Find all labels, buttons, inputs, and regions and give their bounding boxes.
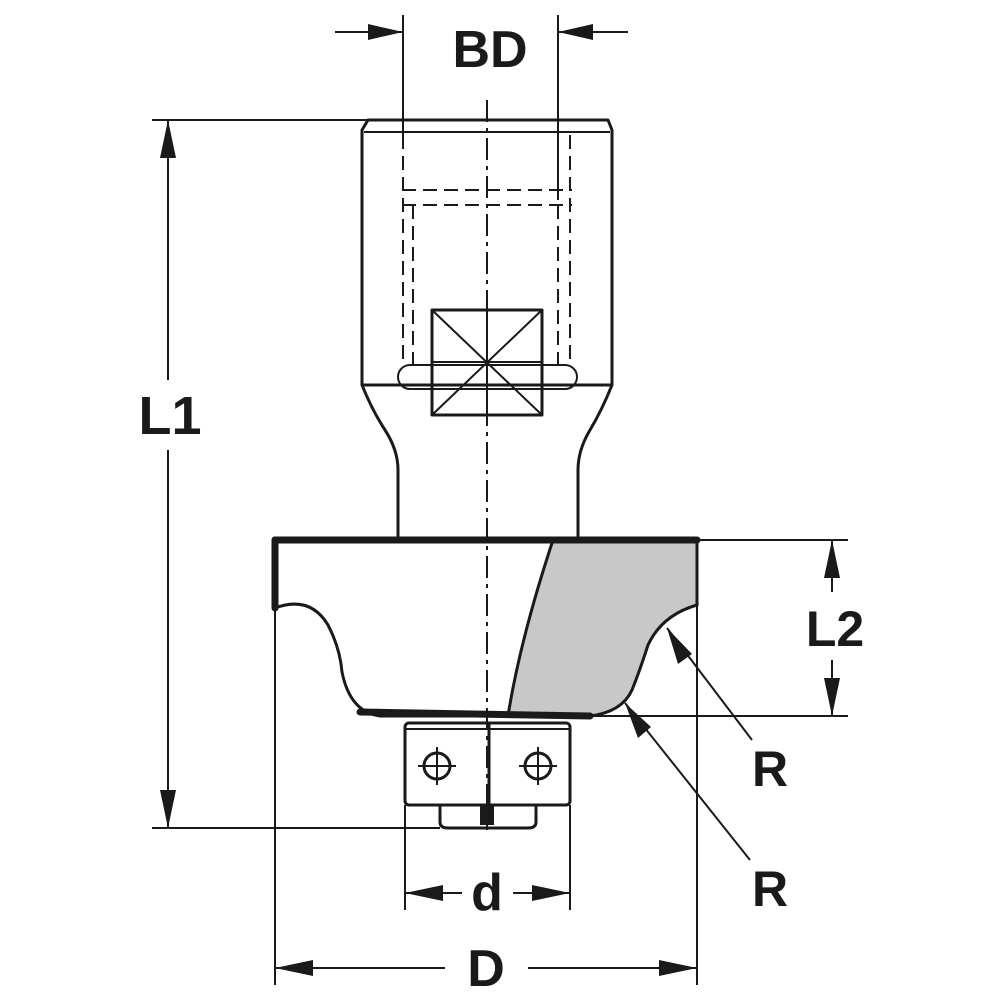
cutter-body — [271, 100, 701, 830]
D-arrow-left — [275, 960, 313, 976]
d-label: d — [471, 864, 503, 922]
d-arrow-left — [405, 885, 443, 901]
bearing-assembly — [403, 721, 572, 830]
profile-left-curve — [273, 602, 592, 718]
r-upper-label: R — [752, 741, 788, 797]
neck-left-edge — [360, 383, 400, 542]
dimension-l2: L2 — [590, 539, 864, 717]
bd-arrow-left — [368, 24, 403, 40]
bd-label: BD — [452, 21, 527, 79]
dimension-radius-lower: R — [624, 702, 788, 917]
bearing-retainer — [438, 803, 538, 830]
dimension-d-cutter: D — [274, 605, 698, 998]
dimension-radius-upper: R — [666, 627, 788, 797]
l1-label: L1 — [138, 386, 201, 446]
l2-label: L2 — [806, 601, 864, 657]
l1-arrow-bottom — [160, 790, 176, 828]
r-upper-arrow — [667, 628, 692, 664]
neck-right-edge — [576, 383, 614, 542]
D-label: D — [467, 940, 505, 998]
dimension-bd: BD — [335, 15, 628, 200]
l2-arrow-top — [824, 540, 840, 578]
retainer-screw — [480, 805, 494, 825]
dimension-l1: L1 — [138, 119, 440, 829]
d-arrow-right — [532, 885, 570, 901]
r-lower-label: R — [752, 861, 788, 917]
dimension-d-bearing: d — [404, 805, 571, 922]
r-lower-arrow — [625, 703, 651, 738]
carbide-insert — [506, 538, 699, 718]
bd-arrow-right — [558, 24, 593, 40]
hidden-pin-slot — [397, 364, 578, 390]
body-bottom-edge — [356, 708, 594, 720]
D-arrow-right — [659, 960, 697, 976]
l2-arrow-bottom — [824, 678, 840, 716]
l1-arrow-top — [160, 120, 176, 158]
